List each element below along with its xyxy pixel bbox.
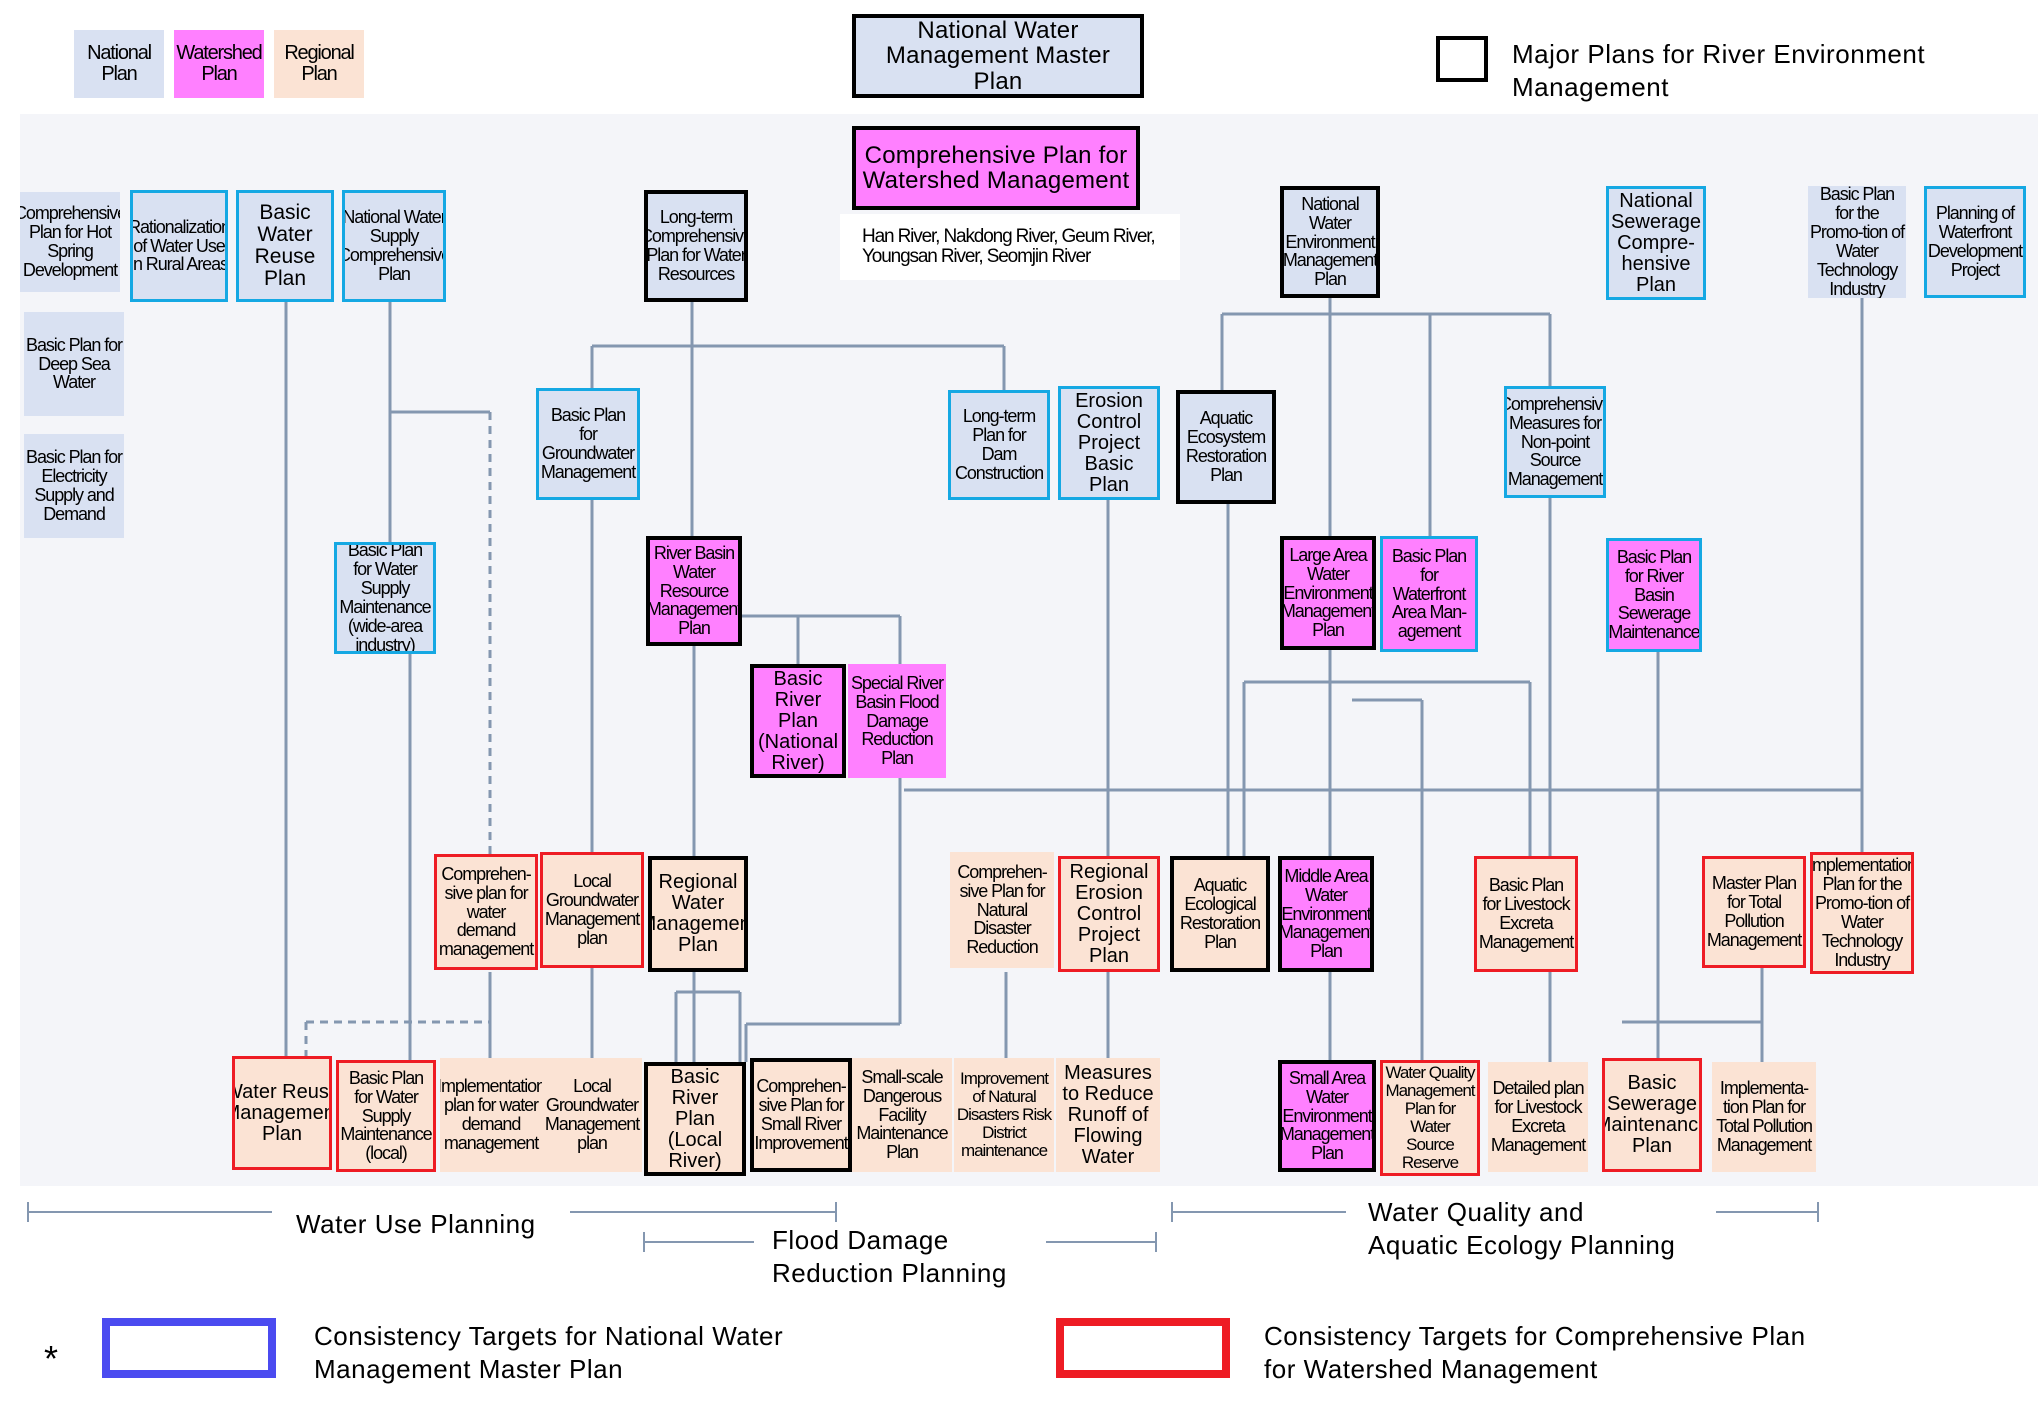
plan-waterfront-dev[interactable]: Planning of Waterfront Development Proje… xyxy=(1924,186,2026,298)
section-flood: Flood Damage Reduction Planning xyxy=(772,1225,1007,1288)
plan-reuse-basic[interactable]: Basic Water Reuse Plan xyxy=(236,190,334,302)
plan-total-pollution-impl[interactable]: Implementa-tion Plan for Total Pollution… xyxy=(1712,1062,1816,1172)
plan-erosion-basic[interactable]: Erosion Control Project Basic Plan xyxy=(1058,386,1160,500)
plan-regional-water[interactable]: Regional Water Management Plan xyxy=(648,856,748,972)
plan-basin-sewerage[interactable]: Basic Plan for River Basin Sewerage Main… xyxy=(1606,538,1702,652)
plan-basic-river-national[interactable]: Basic River Plan (National River) xyxy=(750,664,846,778)
footer-blue-key xyxy=(102,1318,276,1378)
plan-total-pollution-master[interactable]: Master Plan for Total Pollution Manageme… xyxy=(1702,856,1806,968)
section-quality: Water Quality and Aquatic Ecology Planni… xyxy=(1368,1197,1676,1260)
plan-small-facility[interactable]: Small-scale Dangerous Facility Maintenan… xyxy=(852,1058,952,1172)
rivers-note: Han River, Nakdong River, Geum River, Yo… xyxy=(840,214,1180,280)
plan-sewerage-maint[interactable]: Basic Sewerage Maintenance Plan xyxy=(1602,1058,1702,1172)
plan-supply-wide[interactable]: Basic Plan for Water Supply Maintenance … xyxy=(334,542,436,654)
legend-major-label: Major Plans for River Environment Manage… xyxy=(1512,39,1926,102)
plan-large-area[interactable]: Large Area Water Environment Management … xyxy=(1280,536,1376,650)
plan-demand-comp[interactable]: Comprehen-sive plan for water demand man… xyxy=(434,854,538,970)
plan-natural-risk[interactable]: Improvement of Natural Disasters Risk Di… xyxy=(954,1058,1054,1172)
plan-master[interactable]: National Water Management Master Plan xyxy=(852,14,1144,98)
plan-supply-local[interactable]: Basic Plan for Water Supply Maintenance … xyxy=(336,1060,436,1172)
legend-watershed: Watershed Plan xyxy=(174,30,264,98)
plan-hot-spring[interactable]: Comprehensive Plan for Hot Spring Develo… xyxy=(20,192,120,292)
section-water-use: Water Use Planning xyxy=(296,1209,536,1239)
plan-sewerage-comp[interactable]: National Sewerage Compre-hensive Plan xyxy=(1606,186,1706,300)
plan-watershed-comp[interactable]: Comprehensive Plan for Watershed Managem… xyxy=(852,126,1140,210)
plan-electricity[interactable]: Basic Plan for Electricity Supply and De… xyxy=(24,434,124,538)
plan-waterfront-area[interactable]: Basic Plan for Waterfront Area Man-ageme… xyxy=(1380,536,1478,652)
plan-livestock-basic[interactable]: Basic Plan for Livestock Excreta Managem… xyxy=(1474,856,1578,972)
footer-star: * xyxy=(44,1338,59,1379)
footer-blue-label: Consistency Targets for National Water M… xyxy=(314,1321,784,1384)
plan-natural-disaster[interactable]: Comprehen-sive Plan for Natural Disaster… xyxy=(950,852,1054,968)
plan-regional-erosion[interactable]: Regional Erosion Control Project Plan xyxy=(1058,856,1160,972)
plan-reuse-mgmt[interactable]: Water Reuse Management Plan xyxy=(232,1056,332,1170)
plan-promotion-impl[interactable]: Implementation Plan for the Promo-tion o… xyxy=(1810,852,1914,974)
plan-basic-river-local[interactable]: Basic River Plan (Local River) xyxy=(644,1062,746,1176)
plan-nonpoint[interactable]: Comprehensive Measures for Non-point Sou… xyxy=(1504,386,1606,498)
plan-deep-sea[interactable]: Basic Plan for Deep Sea Water xyxy=(24,312,124,416)
plan-livestock-detail[interactable]: Detailed plan for Livestock Excreta Mana… xyxy=(1488,1062,1588,1172)
footer-red-label: Consistency Targets for Comprehensive Pl… xyxy=(1264,1321,1806,1384)
plan-longterm-res[interactable]: Long-term Comprehensive Plan for Water R… xyxy=(644,190,748,302)
footer-red-key xyxy=(1056,1318,1230,1378)
legend-regional: Regional Plan xyxy=(274,30,364,98)
plan-quality-reserve[interactable]: Water Quality Management Plan for Water … xyxy=(1380,1060,1480,1176)
plan-middle-area[interactable]: Middle Area Water Environment Management… xyxy=(1278,856,1374,972)
plan-rural[interactable]: Rationalization of Water Use in Rural Ar… xyxy=(130,190,228,302)
plan-demand-impl[interactable]: Implementation plan for water demand man… xyxy=(440,1058,542,1172)
plan-dam[interactable]: Long-term Plan for Dam Construction xyxy=(948,390,1050,500)
plan-promotion-basic[interactable]: Basic Plan for the Promo-tion of Water T… xyxy=(1808,186,1906,298)
plan-small-river[interactable]: Comprehen-sive Plan for Small River Impr… xyxy=(750,1058,852,1172)
plan-river-basin-res[interactable]: River Basin Water Resource Management Pl… xyxy=(646,536,742,646)
plan-runoff[interactable]: Measures to Reduce Runoff of Flowing Wat… xyxy=(1056,1058,1160,1172)
plan-local-gw-mgmt[interactable]: Local Groundwater Management plan xyxy=(542,1058,642,1172)
plan-local-gw-plan[interactable]: Local Groundwater Management plan xyxy=(540,852,644,968)
plan-groundwater-basic[interactable]: Basic Plan for Groundwater Management xyxy=(536,388,640,500)
plan-small-area[interactable]: Small Area Water Environment Management … xyxy=(1278,1060,1376,1172)
plan-special-flood[interactable]: Special River Basin Flood Damage Reducti… xyxy=(848,664,946,778)
plan-aquatic-basic[interactable]: Aquatic Ecosystem Restoration Plan xyxy=(1176,390,1276,504)
legend-major-key xyxy=(1436,36,1488,82)
plan-supply-comp[interactable]: National Water Supply Comprehensive Plan xyxy=(342,190,446,302)
plan-aquatic-regional[interactable]: Aquatic Ecological Restoration Plan xyxy=(1170,856,1270,972)
legend-national: National Plan xyxy=(74,30,164,98)
plan-env-mgmt[interactable]: National Water Environment Management Pl… xyxy=(1280,186,1380,298)
